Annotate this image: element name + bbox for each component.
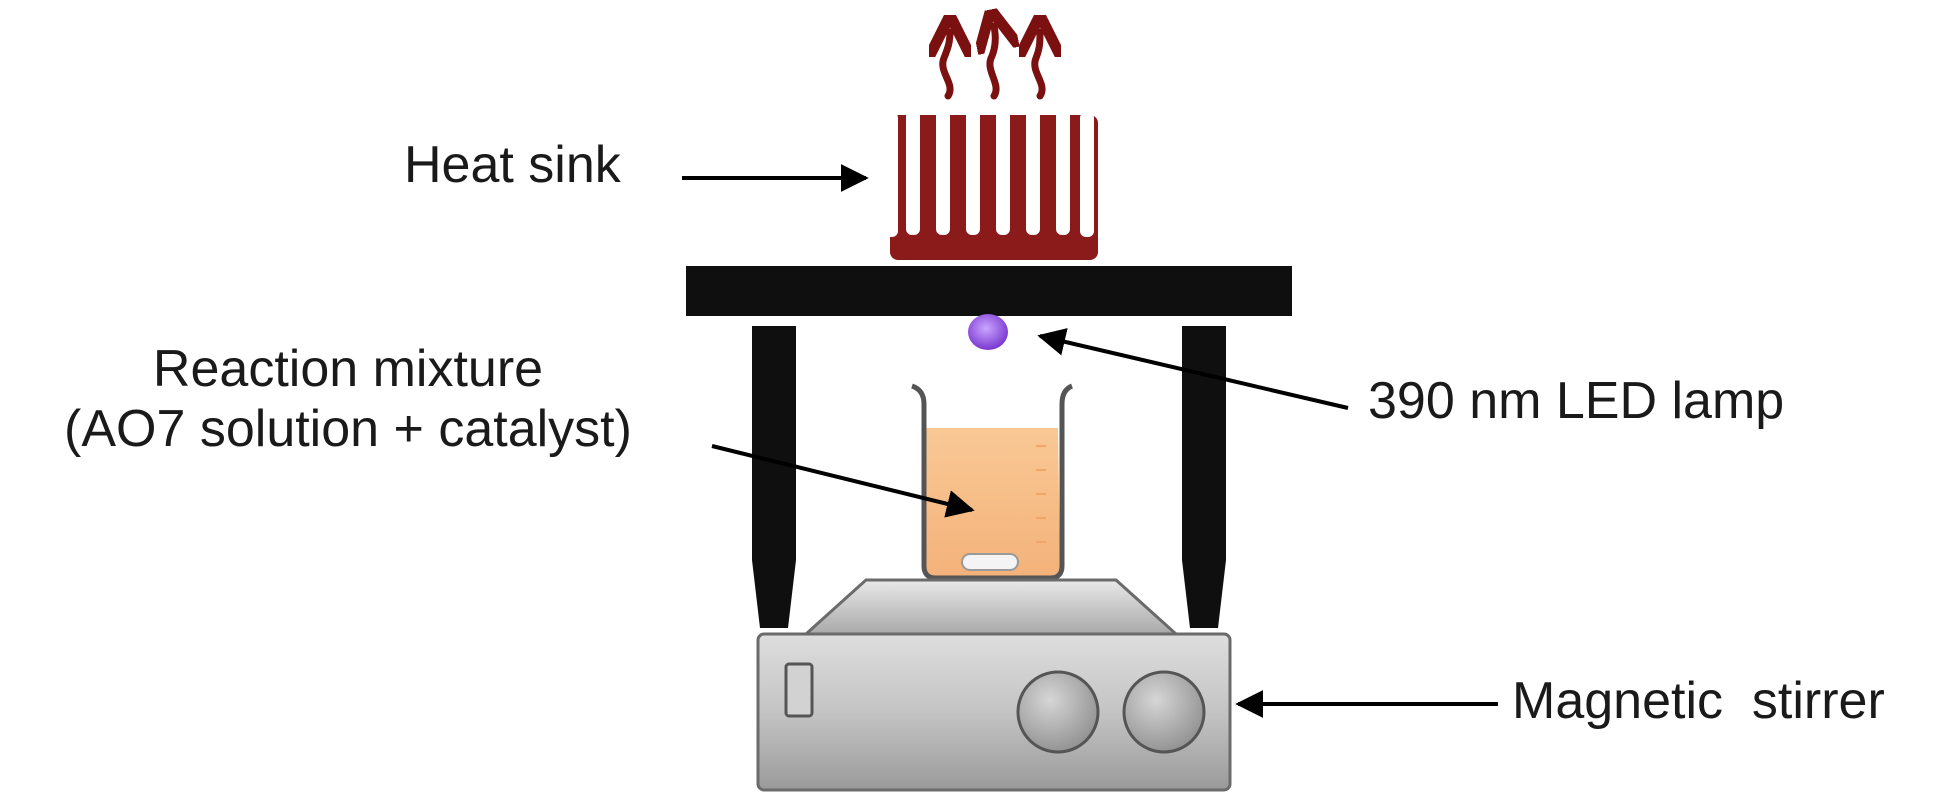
label-reaction-line1: Reaction mixture: [152, 340, 544, 398]
stand-top-plate: [686, 266, 1292, 316]
label-magnetic-stirrer: Magnetic stirrer: [1512, 672, 1885, 730]
heat-wave-arrows: [943, 26, 1042, 100]
stirrer-knob-heat: [1122, 670, 1206, 754]
led-lamp: [968, 314, 1008, 350]
label-reaction-line2: (AO7 solution + catalyst): [64, 399, 632, 458]
beaker: [911, 383, 1074, 581]
heat-arrow-3: [1035, 32, 1042, 100]
label-heat-sink: Heat sink: [404, 136, 621, 194]
stand-right-leg: [1182, 326, 1226, 628]
arrow-led-lamp: [1037, 328, 1349, 410]
label-reaction-mixture: Reaction mixture (AO7 solution + catalys…: [8, 340, 688, 460]
label-led-lamp: 390 nm LED lamp: [1368, 372, 1785, 430]
heat-sink: [884, 110, 1098, 260]
arrow-reaction-mixture: [711, 444, 975, 518]
stirrer-switch: [784, 662, 814, 718]
stand-left-leg: [752, 326, 796, 628]
heat-arrow-2: [990, 26, 996, 100]
stirrer-knob-speed: [1016, 670, 1100, 754]
heat-arrow-1: [943, 32, 950, 100]
stir-bar: [961, 553, 1019, 571]
magnetic-stirrer: [756, 578, 1232, 792]
